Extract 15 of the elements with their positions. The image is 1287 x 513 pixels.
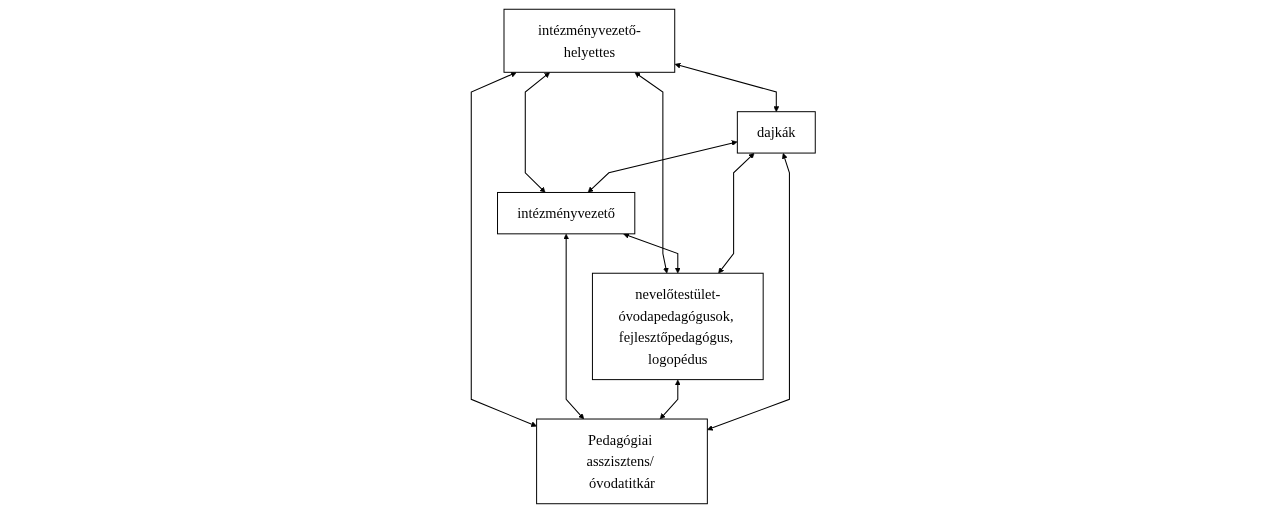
arrow: [563, 233, 585, 420]
arrow: [674, 62, 780, 112]
arrow: [588, 140, 738, 193]
node-box: nevelőtestület- óvodapedagógusok, fejlesztőpedagógus, logopédus: [592, 272, 764, 381]
node-box: intézményvezető-helyettes: [503, 8, 676, 73]
arrow: [470, 71, 538, 427]
arrow: [707, 153, 791, 431]
node-box: intézményvezető: [497, 191, 636, 235]
node-box: dajkák: [737, 111, 816, 154]
arrow: [660, 379, 681, 420]
arrow: [525, 72, 551, 193]
arrow: [634, 72, 669, 274]
node-box: Pedagógiai asszisztens/ óvodatitkár: [536, 418, 709, 505]
arrow: [623, 233, 681, 274]
arrow: [718, 153, 755, 274]
